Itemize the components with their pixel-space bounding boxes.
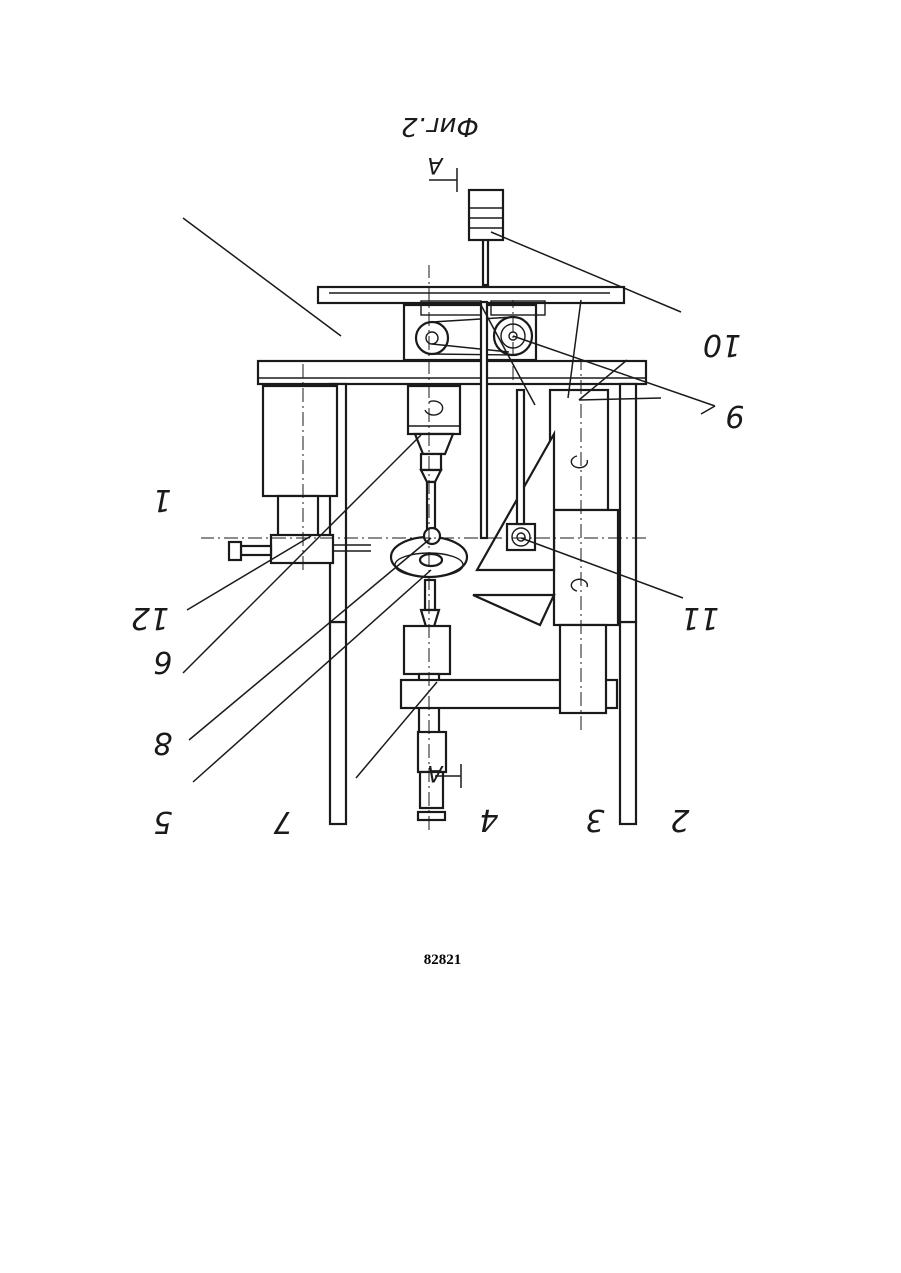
callout-8: 8 bbox=[153, 725, 172, 760]
callout-4: 4 bbox=[479, 802, 498, 837]
belt-drive bbox=[404, 301, 545, 360]
clamp-rod bbox=[517, 390, 524, 524]
motor-housing-upper bbox=[550, 390, 608, 510]
holder-housing bbox=[263, 386, 337, 496]
chuck bbox=[415, 434, 453, 454]
feed-indicator bbox=[469, 190, 503, 240]
cone-upper bbox=[421, 470, 441, 482]
spindle-shaft-upper bbox=[427, 482, 435, 530]
spindle-housing bbox=[408, 386, 460, 434]
figure-caption: Фиг.2 bbox=[401, 111, 479, 141]
drive-column bbox=[473, 360, 618, 730]
coupling bbox=[421, 454, 441, 470]
tailstock-sleeve bbox=[404, 626, 450, 674]
holder-column bbox=[278, 496, 318, 536]
base-plate bbox=[258, 361, 646, 384]
callout-5: 5 bbox=[153, 804, 172, 839]
callout-12: 12 bbox=[131, 600, 169, 635]
document-number: 82821 bbox=[0, 952, 885, 969]
frame-upright-left bbox=[620, 384, 636, 622]
column-bottom bbox=[560, 625, 606, 713]
callout-3: 3 bbox=[585, 802, 604, 837]
callout-2: 2 bbox=[670, 802, 689, 837]
callout-11: 11 bbox=[681, 600, 719, 635]
callout-1: 1 bbox=[152, 482, 171, 517]
spindle-shaft-lower bbox=[425, 580, 435, 610]
frame-post-left bbox=[620, 622, 636, 824]
section-label-bottom: A bbox=[427, 760, 444, 785]
motor-housing-lower bbox=[554, 510, 618, 625]
adjust-knob bbox=[229, 542, 241, 560]
callout-6: 6 bbox=[153, 644, 172, 679]
rotated-drawing bbox=[183, 168, 715, 830]
holder-block bbox=[271, 535, 333, 563]
adjust-screw bbox=[241, 546, 271, 555]
callout-9: 9 bbox=[725, 398, 744, 433]
tailstock-knob bbox=[418, 812, 445, 820]
pulley-small bbox=[416, 322, 448, 354]
guide-rod bbox=[481, 302, 487, 538]
section-label-top: A bbox=[427, 152, 444, 177]
wheel-hub bbox=[420, 554, 442, 566]
callout-10: 10 bbox=[703, 327, 741, 362]
support-plate bbox=[473, 595, 554, 625]
callout-7: 7 bbox=[273, 804, 292, 839]
